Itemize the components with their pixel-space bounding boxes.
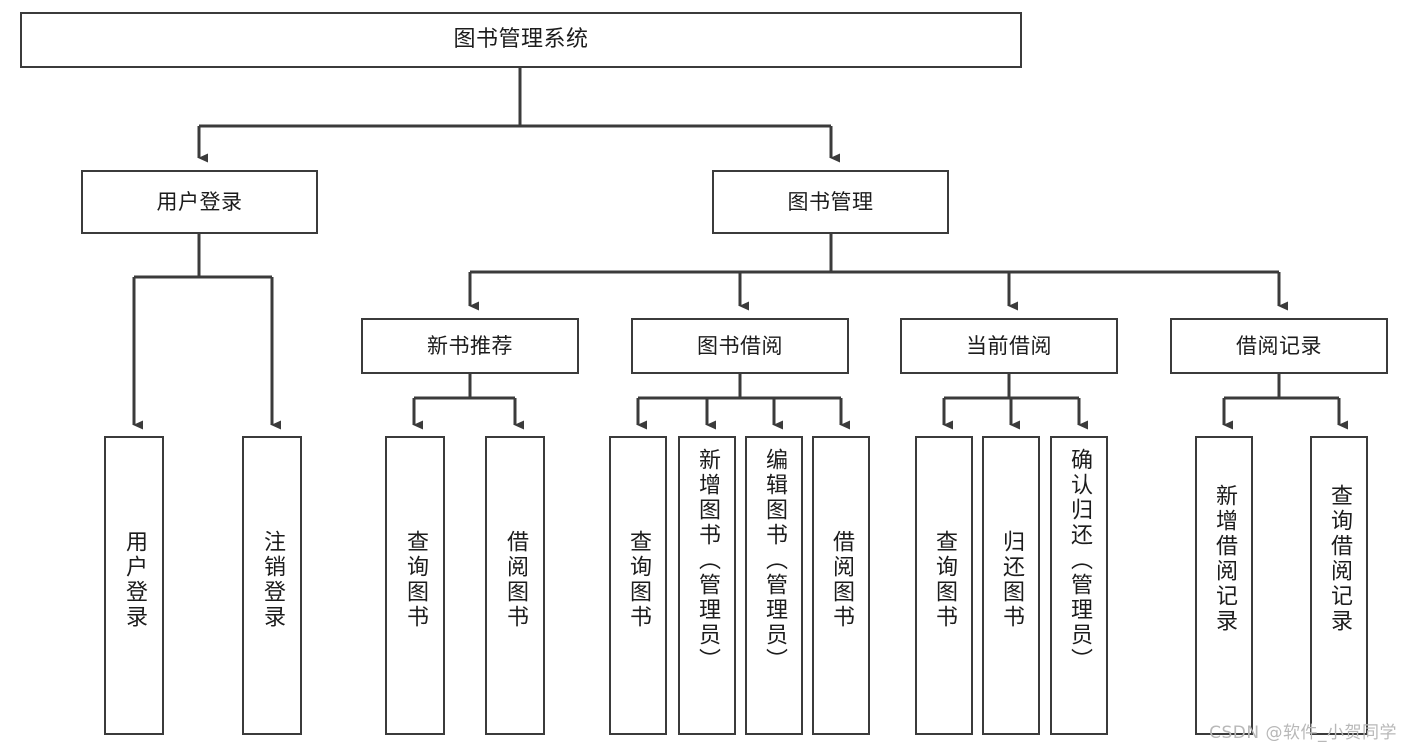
node-label: 图书管理 — [787, 189, 874, 214]
node-current-borrowing[interactable]: 当前借阅 — [900, 318, 1118, 374]
node-label: 查询图书 — [403, 530, 428, 630]
leaf-user-logout[interactable]: 注销登录 — [242, 436, 302, 735]
leaf-borrow-book-new-book[interactable]: 借阅图书 — [485, 436, 545, 735]
node-new-book-recommendation[interactable]: 新书推荐 — [361, 318, 579, 374]
node-label: 新书推荐 — [427, 333, 513, 358]
leaf-user-login[interactable]: 用户登录 — [104, 436, 164, 735]
node-user-login[interactable]: 用户登录 — [81, 170, 318, 234]
leaf-query-book-current[interactable]: 查询图书 — [915, 436, 973, 735]
node-label: 借阅图书 — [503, 530, 528, 630]
node-label: 归还图书 — [999, 530, 1024, 630]
leaf-add-book-admin[interactable]: 新增图书（管理员） — [678, 436, 736, 735]
node-label: 图书管理系统 — [453, 27, 589, 53]
node-label: 查询图书 — [932, 530, 957, 630]
node-label: 确认归还（管理员） — [1067, 448, 1092, 673]
node-book-borrowing[interactable]: 图书借阅 — [631, 318, 849, 374]
leaf-query-book-new-book[interactable]: 查询图书 — [385, 436, 445, 735]
leaf-return-book[interactable]: 归还图书 — [982, 436, 1040, 735]
node-label: 查询借阅记录 — [1327, 484, 1352, 634]
node-root-book-management-system[interactable]: 图书管理系统 — [20, 12, 1022, 68]
node-label: 查询图书 — [626, 530, 651, 630]
watermark-text: CSDN @软件_小贺同学 — [1209, 723, 1397, 743]
node-label: 当前借阅 — [966, 333, 1052, 358]
node-label: 借阅图书 — [829, 530, 854, 630]
leaf-edit-book-admin[interactable]: 编辑图书（管理员） — [745, 436, 803, 735]
node-label: 注销登录 — [260, 530, 285, 630]
node-label: 新增借阅记录 — [1212, 484, 1237, 634]
node-label: 借阅记录 — [1236, 333, 1322, 358]
node-label: 图书借阅 — [697, 333, 783, 358]
node-borrowing-record[interactable]: 借阅记录 — [1170, 318, 1388, 374]
node-label: 用户登录 — [122, 530, 147, 630]
leaf-query-book-borrow[interactable]: 查询图书 — [609, 436, 667, 735]
leaf-confirm-return-admin[interactable]: 确认归还（管理员） — [1050, 436, 1108, 735]
node-label: 用户登录 — [156, 189, 243, 214]
leaf-borrow-book-borrow[interactable]: 借阅图书 — [812, 436, 870, 735]
leaf-query-borrow-record[interactable]: 查询借阅记录 — [1310, 436, 1368, 735]
node-label: 新增图书（管理员） — [695, 448, 720, 673]
node-book-management[interactable]: 图书管理 — [712, 170, 949, 234]
leaf-add-borrow-record[interactable]: 新增借阅记录 — [1195, 436, 1253, 735]
node-label: 编辑图书（管理员） — [762, 448, 787, 673]
